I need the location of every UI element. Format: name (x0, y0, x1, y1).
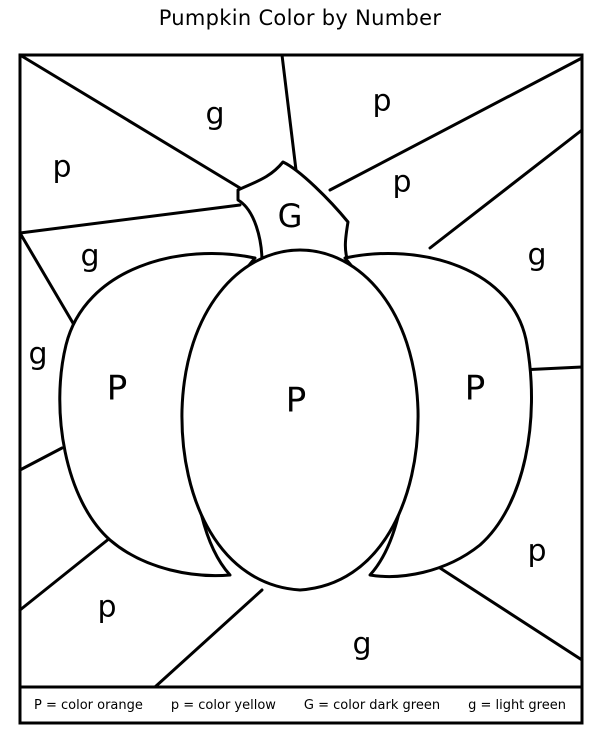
legend-item-yellow: p = color yellow (170, 697, 276, 713)
region-label-right-g: g (527, 238, 546, 273)
region-label-top-right-p: p (372, 84, 391, 119)
region-label-stem-G: G (278, 197, 303, 235)
region-label-bottom-left-p: p (97, 590, 116, 625)
region-label-bottom-g: g (352, 627, 371, 662)
region-label-pumpkin-left-P: P (107, 369, 128, 409)
legend-item-dark-green: G = color dark green (303, 697, 441, 713)
region-label-top-left-p: p (52, 150, 71, 185)
color-legend: P = color orange p = color yellow G = co… (20, 688, 580, 722)
region-label-left-g: g (80, 239, 99, 274)
region-label-bottom-right-p: p (527, 534, 546, 569)
pumpkin-center-lobe (180, 248, 420, 592)
legend-box (18, 685, 584, 725)
pumpkin-stem (236, 160, 350, 264)
region-label-pumpkin-center-P: P (286, 381, 307, 421)
region-label-top-g: g (205, 97, 224, 132)
page-title: Pumpkin Color by Number (158, 6, 442, 30)
region-label-right-top-p: p (392, 165, 411, 200)
background-divider-lines (18, 53, 584, 689)
region-label-far-left-g: g (28, 337, 47, 372)
legend-item-orange: P = color orange (33, 697, 143, 713)
region-labels: p g p p G g g g P P P p p g (28, 84, 546, 662)
legend-item-light-green: g = light green (468, 697, 566, 713)
region-label-pumpkin-right-P: P (465, 369, 486, 409)
